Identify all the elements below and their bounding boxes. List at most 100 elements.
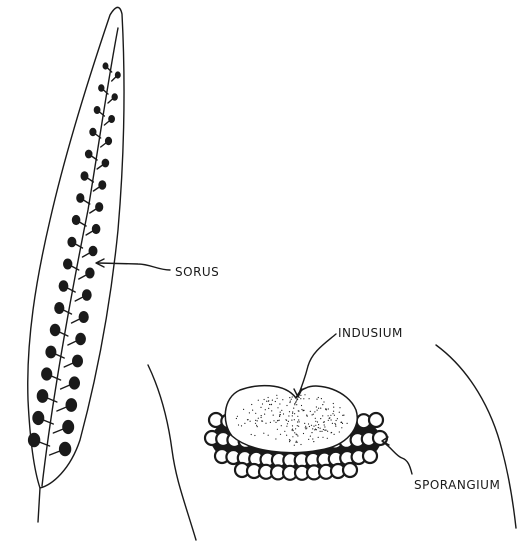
stipple-dot [264, 414, 265, 415]
stipple-dot [238, 424, 239, 425]
stipple-dot [281, 425, 282, 426]
stipple-dot [304, 394, 305, 395]
stipple-dot [279, 420, 280, 421]
sorus-dot [89, 246, 98, 257]
stipple-dot [317, 410, 318, 411]
stipple-dot [334, 434, 335, 435]
stipple-dot [295, 442, 296, 443]
sporangium-dot [369, 413, 383, 427]
sorus-dot [82, 289, 92, 301]
stipple-dot [339, 431, 340, 432]
stipple-dot [293, 430, 294, 431]
stipple-dot [316, 399, 317, 400]
stipple-dot [261, 415, 262, 416]
stipple-dot [318, 397, 319, 398]
stipple-dot [277, 407, 278, 408]
stipple-dot [337, 418, 338, 419]
sorus-dot [115, 71, 121, 78]
stipple-dot [294, 404, 295, 405]
pinnule [28, 7, 124, 522]
stipple-dot [324, 424, 325, 425]
stipple-dot [297, 421, 298, 422]
sorus-dot [105, 137, 112, 145]
stipple-dot [293, 394, 294, 395]
stipple-dot [333, 411, 334, 412]
stipple-dot [292, 415, 293, 416]
stipple-dot [331, 432, 332, 433]
stipple-dot [331, 419, 332, 420]
stipple-dot [313, 414, 314, 415]
stipple-dot [292, 413, 293, 414]
stipple-dot [297, 398, 298, 399]
stipple-dot [323, 401, 324, 402]
stipple-dot [261, 420, 262, 421]
stipple-dot [316, 406, 317, 407]
stipple-dot [275, 438, 276, 439]
stipple-dot [300, 395, 301, 396]
stipple-dot [289, 411, 290, 412]
stipple-dot [289, 397, 290, 398]
sorus-dot [72, 355, 83, 368]
stipple-dot [325, 408, 326, 409]
indusium-label: INDUSIUM [338, 326, 403, 340]
stipple-dot [280, 412, 281, 413]
stipple-dot [244, 423, 245, 424]
stipple-dot [303, 410, 304, 411]
stipple-dot [288, 421, 289, 422]
stipple-dot [333, 403, 334, 404]
stipple-dot [322, 415, 323, 416]
stipple-dot [251, 434, 252, 435]
stipple-dot [282, 399, 283, 400]
sorus-dot [112, 93, 118, 101]
stipple-dot [295, 428, 296, 429]
stipple-dot [277, 429, 278, 430]
stipple-dot [304, 423, 305, 424]
stipple-dot [247, 419, 248, 420]
stipple-dot [241, 425, 242, 426]
stipple-dot [277, 420, 278, 421]
stipple-dot [295, 402, 296, 403]
stipple-dot [280, 434, 281, 435]
stipple-dot [255, 420, 256, 421]
stipple-dot [320, 408, 321, 409]
stipple-dot [279, 403, 280, 404]
stipple-dot [293, 408, 294, 409]
stipple-dot [301, 405, 302, 406]
stipple-dot [313, 441, 314, 442]
stipple-dot [292, 436, 293, 437]
sorus-dot [85, 268, 94, 279]
stipple-dot [308, 439, 309, 440]
stipple-dot [320, 428, 321, 429]
sorus-dot [28, 433, 40, 448]
stipple-dot [328, 408, 329, 409]
stipple-dot [264, 399, 265, 400]
stipple-dot [298, 411, 299, 412]
petiole [38, 488, 40, 522]
stipple-dot [252, 410, 253, 411]
sorus-dot [63, 259, 72, 270]
sorus-detail [205, 386, 387, 480]
stipple-dot [347, 423, 348, 424]
stipple-dot [294, 419, 295, 420]
stipple-dot [273, 420, 274, 421]
sorus-dot [67, 237, 76, 248]
stipple-dot [256, 425, 257, 426]
stipple-dot [261, 417, 262, 418]
stipple-dot [284, 431, 285, 432]
stipple-dot [294, 432, 295, 433]
stipple-dot [334, 423, 335, 424]
stipple-dot [329, 417, 330, 418]
sorus-dot [32, 411, 44, 425]
stipple-dot [272, 400, 273, 401]
stipple-dot [343, 415, 344, 416]
stipple-dot [289, 439, 290, 440]
stipple-dot [271, 410, 272, 411]
stipple-dot [324, 426, 325, 427]
stipple-dot [303, 398, 304, 399]
stipple-dot [315, 425, 316, 426]
stipple-dot [257, 420, 258, 421]
stipple-dot [283, 413, 284, 414]
stipple-dot [289, 402, 290, 403]
sorus-dot [98, 180, 106, 189]
stipple-dot [249, 412, 250, 413]
